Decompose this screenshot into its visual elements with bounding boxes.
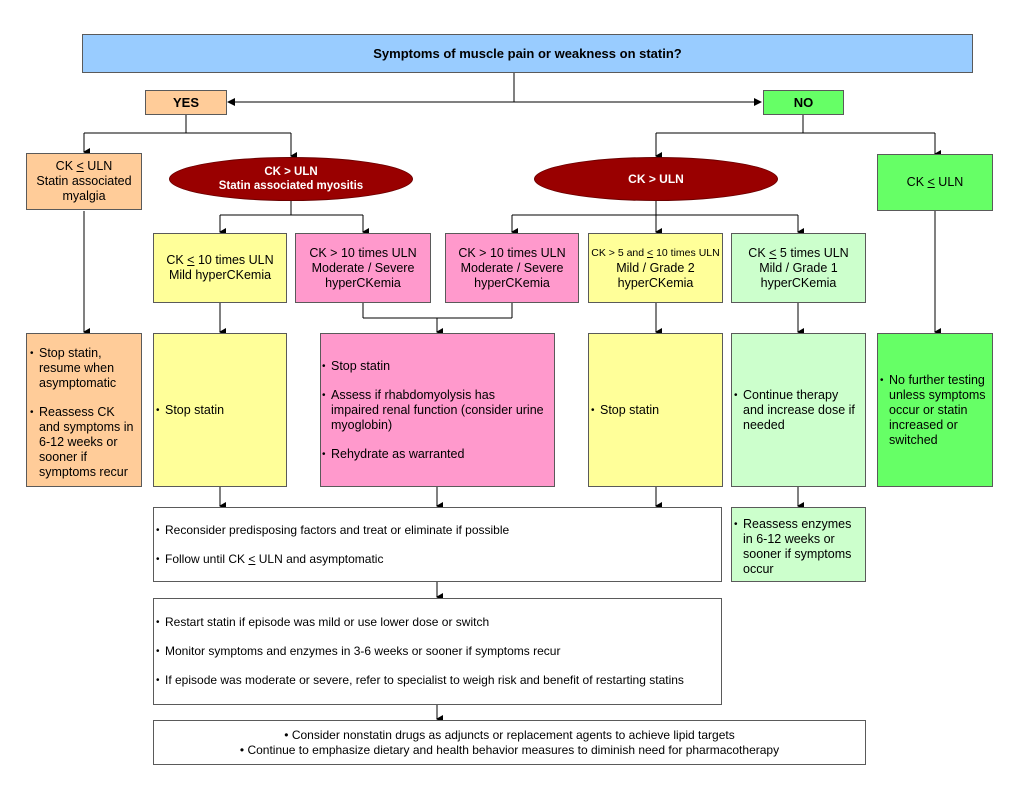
grade2-actions-box: Stop statin (588, 333, 723, 487)
myositis-ellipse: CK > ULN Statin associated myositis (169, 157, 413, 201)
final-item: • Continue to emphasize dietary and heal… (239, 742, 780, 757)
yes-box: YES (145, 90, 227, 115)
mild-action: Stop statin (156, 403, 282, 418)
myalgia-action: Stop statin, resume when asymptomatic (30, 346, 137, 391)
question-box: Symptoms of muscle pain or weakness on s… (82, 34, 973, 73)
grade1-actions-box: Continue therapy and increase dose if ne… (731, 333, 866, 487)
no-further-testing-action: No further testing unless symptoms occur… (880, 373, 988, 448)
grade1-action: Continue therapy and increase dose if ne… (734, 388, 861, 433)
grade2-action: Stop statin (591, 403, 718, 418)
myalgia-actions-box: Stop statin, resume when asymptomatic Re… (26, 333, 142, 487)
grade1-hyperckemia-box: CK < 5 times ULN Mild / Grade 1 hyperCKe… (731, 233, 866, 303)
no-ck-normal-box: CK < ULN (877, 154, 993, 211)
myalgia-action: Reassess CK and symptoms in 6-12 weeks o… (30, 405, 137, 480)
reconsider-box: Reconsider predisposing factors and trea… (153, 507, 722, 582)
grade2-hyperckemia-box: CK > 5 and < 10 times ULN Mild / Grade 2… (588, 233, 723, 303)
yes-severe-line1: CK > 10 times ULN (309, 245, 417, 260)
reassess-enzymes-item: Reassess enzymes in 6-12 weeks or sooner… (734, 517, 861, 577)
grade2-line2: Mild / Grade 2 (616, 260, 695, 275)
yes-ck-normal-line3: myalgia (62, 189, 106, 203)
no-ck-elevated-ellipse: CK > ULN (534, 157, 778, 201)
no-label: NO (793, 95, 814, 110)
restart-box: Restart statin if episode was mild or us… (153, 598, 722, 705)
no-severe-hyperckemia-box: CK > 10 times ULN Moderate / Severe hype… (445, 233, 579, 303)
severe-action: Stop statin (322, 359, 544, 374)
mild-line1: CK < 10 times ULN (166, 253, 274, 267)
no-severe-line3: hyperCKemia (474, 275, 550, 290)
no-ck-normal-line1: CK < ULN (906, 175, 964, 189)
mild-hyperckemia-box: CK < 10 times ULN Mild hyperCKemia (153, 233, 287, 303)
myositis-line2: Statin associated myositis (218, 180, 364, 192)
restart-item: If episode was moderate or severe, refer… (156, 673, 691, 688)
no-severe-line2: Moderate / Severe (460, 260, 564, 275)
grade1-line2: Mild / Grade 1 (759, 260, 838, 275)
severe-actions-box: Stop statin Assess if rhabdomyolysis has… (320, 333, 555, 487)
reconsider-item: Reconsider predisposing factors and trea… (156, 523, 717, 538)
severe-action: Rehydrate as warranted (322, 447, 544, 462)
yes-label: YES (172, 95, 199, 110)
mild-line2: Mild hyperCKemia (168, 268, 272, 282)
grade2-line1: CK > 5 and < 10 times ULN (591, 246, 720, 259)
no-severe-line1: CK > 10 times ULN (458, 245, 566, 260)
question-text: Symptoms of muscle pain or weakness on s… (373, 46, 682, 61)
restart-item: Restart statin if episode was mild or us… (156, 615, 691, 630)
myositis-line1: CK > ULN (264, 166, 318, 178)
final-box: • Consider nonstatin drugs as adjuncts o… (153, 720, 866, 765)
yes-severe-hyperckemia-box: CK > 10 times ULN Moderate / Severe hype… (295, 233, 431, 303)
grade2-line3: hyperCKemia (617, 275, 694, 290)
reconsider-item: Follow until CK < ULN and asymptomatic (156, 552, 717, 567)
mild-actions-box: Stop statin (153, 333, 287, 487)
yes-severe-line2: Moderate / Severe (311, 260, 415, 275)
reassess-enzymes-box: Reassess enzymes in 6-12 weeks or sooner… (731, 507, 866, 582)
no-ck-elevated-line1: CK > ULN (628, 172, 684, 186)
final-item: • Consider nonstatin drugs as adjuncts o… (284, 727, 735, 742)
no-box: NO (763, 90, 844, 115)
yes-severe-line3: hyperCKemia (325, 275, 401, 290)
grade1-line1: CK < 5 times ULN (748, 245, 849, 260)
grade1-line3: hyperCKemia (760, 275, 837, 290)
no-further-testing-box: No further testing unless symptoms occur… (877, 333, 993, 487)
yes-ck-normal-line2: Statin associated (36, 174, 132, 188)
restart-item: Monitor symptoms and enzymes in 3-6 week… (156, 644, 691, 659)
severe-action: Assess if rhabdomyolysis has impaired re… (322, 388, 544, 433)
